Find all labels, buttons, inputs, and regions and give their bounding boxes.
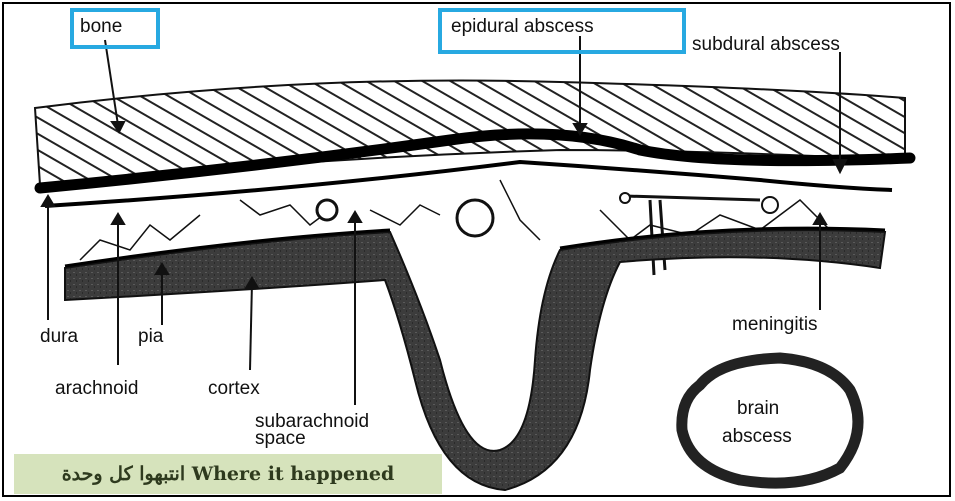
brain-abscess-ring	[682, 358, 858, 483]
label-subdural-abscess: subdural abscess	[692, 34, 840, 55]
label-space: space	[255, 428, 306, 449]
vessel-end	[620, 193, 630, 203]
label-brain: brain	[737, 398, 779, 419]
label-cortex: cortex	[208, 378, 260, 399]
label-pia: pia	[138, 326, 164, 347]
banner-note: انتبهوا كل وحدة Where it happened	[14, 454, 442, 494]
label-dura: dura	[40, 326, 78, 347]
label-arachnoid: arachnoid	[55, 378, 138, 399]
label-abscess: abscess	[722, 426, 792, 447]
trabecula-circle	[317, 200, 337, 220]
highlight-bone	[70, 8, 160, 49]
highlight-epidural-abscess	[438, 8, 686, 54]
label-meningitis: meningitis	[732, 314, 818, 335]
vessel-end	[762, 197, 778, 213]
trabecula-circle	[457, 200, 493, 236]
